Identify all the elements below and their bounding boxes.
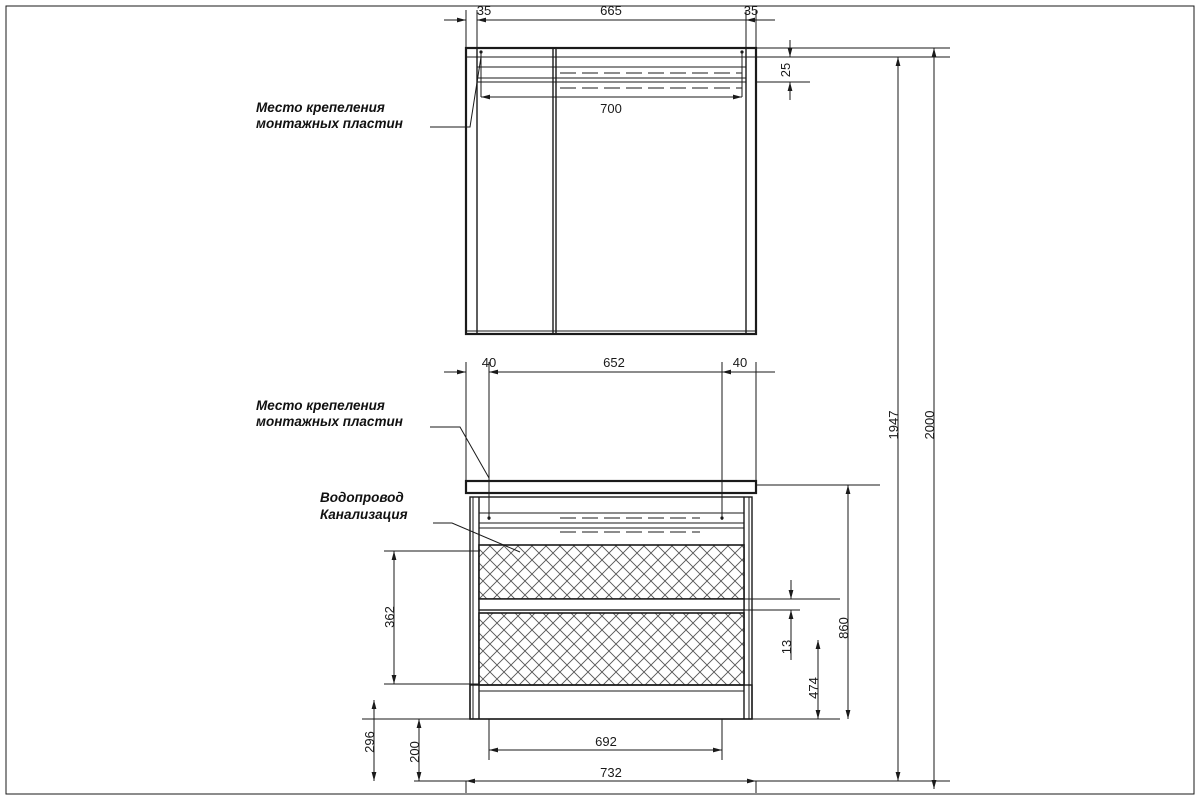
- dim-13: 13: [779, 640, 794, 654]
- drawer-lower: [478, 612, 745, 686]
- dim-700-inner-width: 700: [481, 94, 742, 116]
- dim-200: 200: [407, 741, 422, 763]
- dim-top-chain-lower-view: 40 652 40: [444, 355, 775, 520]
- dim-362: 362: [382, 606, 397, 628]
- annotation-mount-plates-upper-line2: монтажных пластин: [256, 116, 403, 131]
- dim-40-left: 40: [482, 355, 496, 370]
- dim-700: 700: [600, 101, 622, 116]
- annotation-plumbing-line1: Водопровод: [320, 490, 404, 505]
- annotation-mount-plates-lower-line2: монтажных пластин: [256, 414, 403, 429]
- annotation-mount-plates-upper: Место крепеления монтажных пластин: [256, 56, 482, 131]
- dim-overall-heights: 1947 2000: [756, 47, 950, 789]
- dim-bottom-chain: 692 732: [465, 719, 757, 793]
- annotation-plumbing-line2: Канализация: [320, 507, 408, 522]
- dim-25-top-offset: 25: [756, 40, 810, 100]
- annotation-mount-plates-upper-line1: Место крепеления: [256, 100, 385, 115]
- page-border: [5, 5, 1195, 795]
- dim-474: 474: [806, 677, 821, 699]
- mount-plate-markers-lower: [487, 516, 724, 520]
- dim-652: 652: [603, 355, 625, 370]
- dim-35-left-upper: 35: [477, 3, 491, 18]
- dim-860: 860: [836, 617, 851, 639]
- lower-cabinet-view: [464, 479, 758, 720]
- annotation-plumbing: Водопровод Канализация: [320, 490, 521, 553]
- dim-1947: 1947: [886, 411, 901, 440]
- upper-cabinet-view: [464, 46, 758, 336]
- dim-35-right-upper: 35: [744, 3, 758, 18]
- dim-25: 25: [778, 63, 793, 77]
- dim-right-vertical-chain: 13 474 860: [744, 484, 880, 720]
- dim-732: 732: [600, 765, 622, 780]
- dim-top-chain-upper-view: 35 665 35: [444, 3, 775, 50]
- drawer-upper: [478, 544, 745, 600]
- dim-296: 296: [362, 731, 377, 753]
- dim-2000: 2000: [922, 411, 937, 440]
- annotation-mount-plates-lower: Место крепеления монтажных пластин: [256, 398, 490, 479]
- dim-692: 692: [595, 734, 617, 749]
- dim-665-upper: 665: [600, 3, 622, 18]
- annotation-mount-plates-lower-line1: Место крепеления: [256, 398, 385, 413]
- dim-40-right: 40: [733, 355, 747, 370]
